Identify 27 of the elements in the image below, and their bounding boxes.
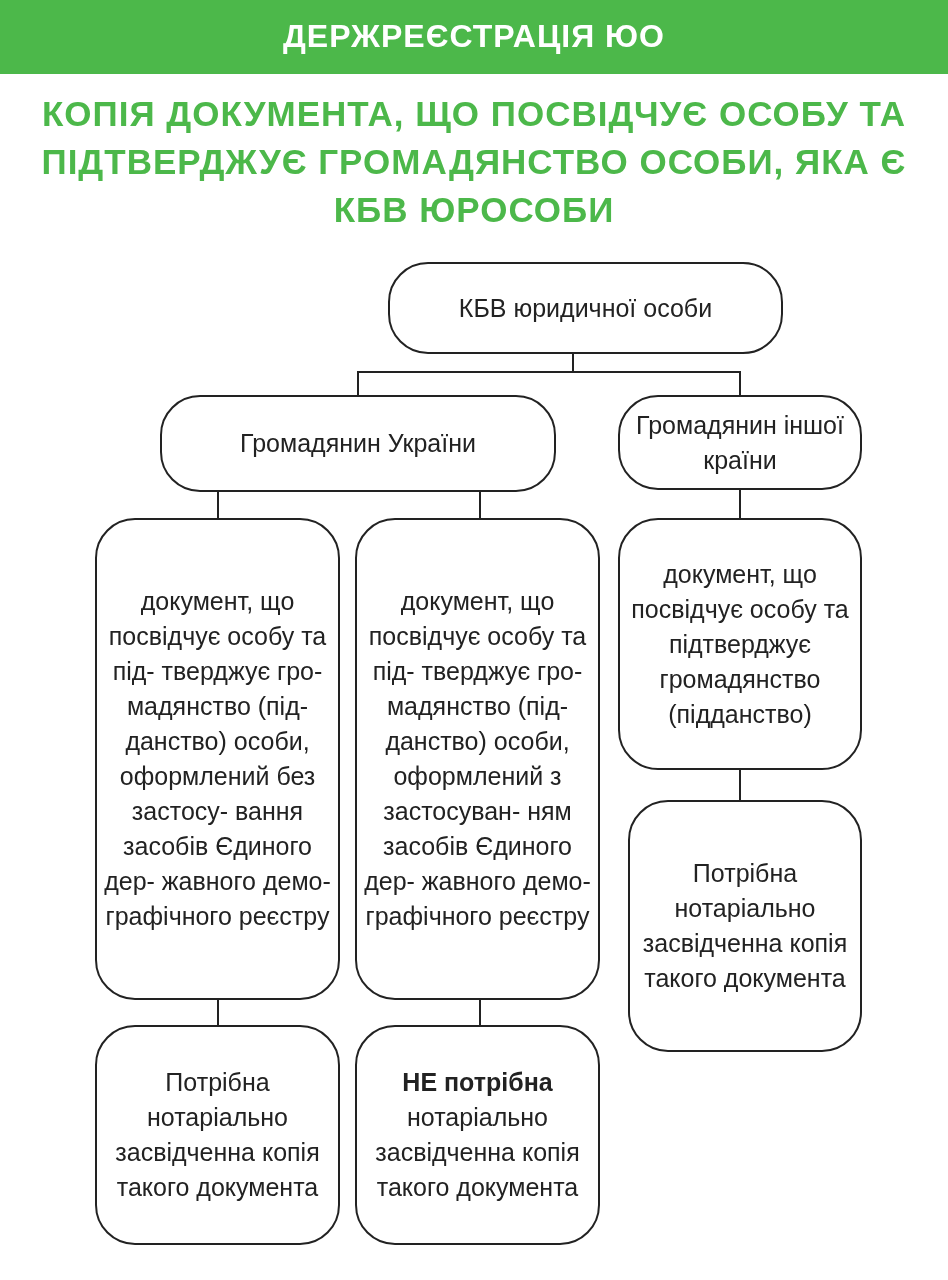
rounded-box — [618, 518, 862, 770]
rounded-box — [160, 395, 556, 492]
rounded-box — [95, 1025, 340, 1245]
rounded-box — [628, 800, 862, 1052]
connector-line — [739, 489, 741, 519]
connector-line — [479, 999, 481, 1026]
header-text: ДЕРЖРЕЄСТРАЦІЯ ЮО — [282, 18, 666, 55]
connector-line — [572, 353, 741, 396]
box-text: Потрібна нотаріально засвідченна копія такого документа — [114, 1067, 321, 1203]
rounded-box — [388, 262, 783, 354]
rounded-box — [95, 518, 340, 1000]
title: КОПІЯ ДОКУМЕНТА, ЩО ПОСВІДЧУЄ ОСОБУ ТА ПІДТВЕРДЖУЄ ГРОМАДЯНСТВО ОСОБИ, ЯКА Є КБВ ЮРОСОБИ — [40, 93, 908, 231]
box-text: Потрібна нотаріально засвідченна копія такого документа — [641, 858, 849, 994]
box-text: НЕ потрібна нотаріально засвідченна копія такого документа — [374, 1067, 581, 1203]
box-text: документ, що посвідчує особу та під- тверджує гро- мадянство (під- данство) особи, оформлений без застосу- вання засобів Єдиного дер- жавного демо- графічного реєстру — [103, 586, 332, 932]
box-text: Громадянин іншої країни — [635, 409, 845, 476]
connector-line — [739, 769, 741, 801]
rounded-box — [355, 518, 600, 1000]
connector-line — [479, 491, 481, 519]
rounded-box — [618, 395, 862, 490]
box-text: документ, що посвідчує особу та підтверджує громадянство (підданство) — [630, 558, 850, 730]
box-text: документ, що посвідчує особу та під- тверджує гро- мадянство (під- данство) особи, оформлений з застосуван- ням засобів Єдиного дер- жавного демо- графічного реєстру — [363, 586, 592, 932]
rounded-box — [355, 1025, 600, 1245]
connector-line — [217, 999, 219, 1026]
box-text: КБВ юридичної особи — [458, 292, 713, 324]
box-text: Громадянин України — [240, 428, 476, 459]
connector-line — [217, 491, 219, 519]
